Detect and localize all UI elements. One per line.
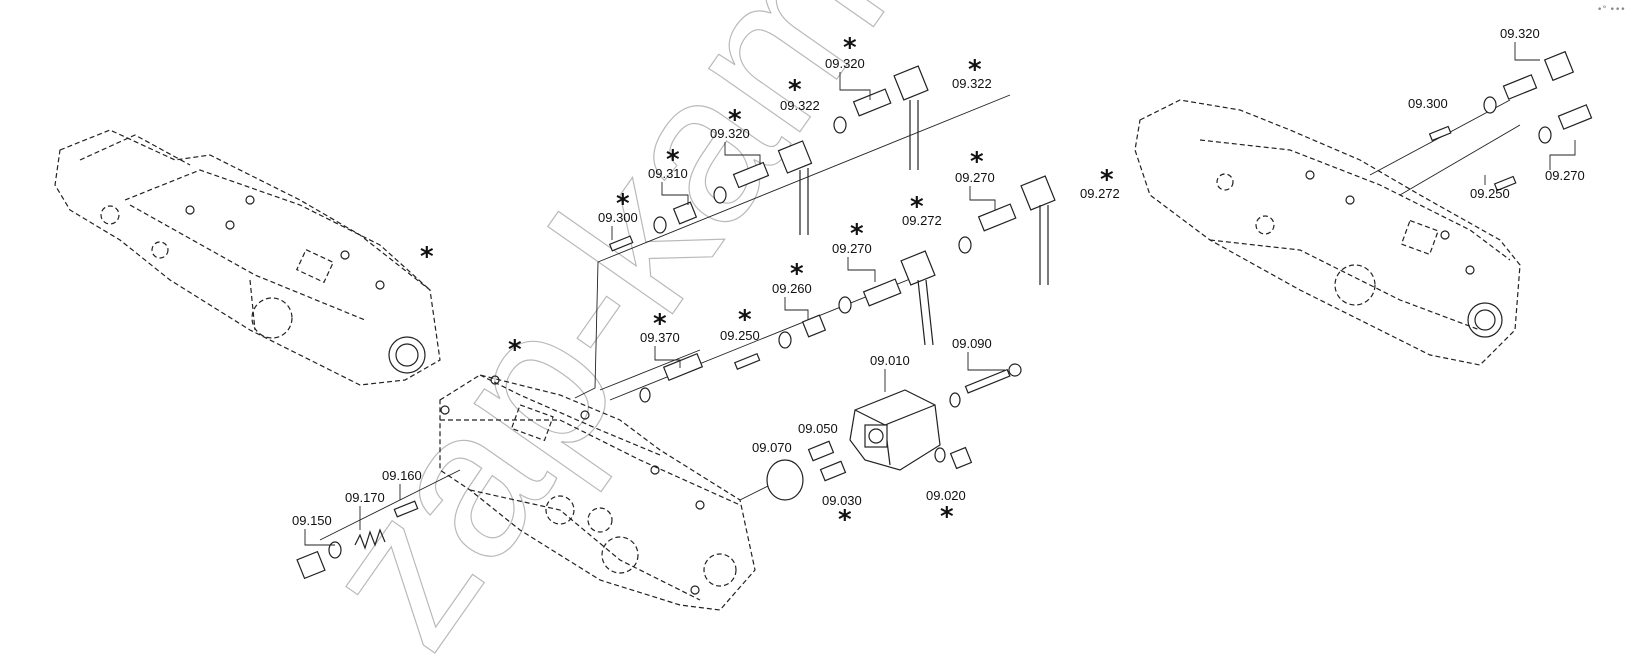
right-housing-assembly [1134,99,1521,366]
label-09-320-a: 09.320 [825,56,865,71]
asterisk-marker: * [420,242,434,272]
label-09-272-b: 09.272 [902,213,942,228]
label-09-150: 09.150 [292,513,332,528]
asterisk-marker: * [843,33,857,63]
asterisk-marker: * [666,145,680,175]
asterisk-marker: * [738,305,752,335]
label-09-070: 09.070 [752,440,792,455]
label-09-170: 09.170 [345,490,385,505]
asterisk-marker: * [910,192,924,222]
label-09-270-b: 09.270 [832,241,872,256]
center-housing-assembly [439,374,756,611]
asterisk-marker: * [788,75,802,105]
asterisk-marker: * [968,55,982,85]
label-09-010: 09.010 [870,353,910,368]
label-09-270-right: 09.270 [1545,168,1585,183]
asterisk-marker: * [940,502,954,532]
asterisk-markers: * * * * * * * * * * * * * * * * * [420,33,1114,535]
label-09-020: 09.020 [926,488,966,503]
label-09-320-b: 09.320 [710,126,750,141]
asterisk-marker: * [508,335,522,365]
label-09-090: 09.090 [952,336,992,351]
label-09-250-right: 09.250 [1470,186,1510,201]
asterisk-marker: * [1100,165,1114,195]
label-09-160: 09.160 [382,468,422,483]
label-brackets [304,42,1576,546]
corner-mark: •° ••• [1597,5,1626,15]
label-09-300-right: 09.300 [1408,96,1448,111]
parts-cluster-sensors [608,65,1056,403]
asterisk-marker: * [790,259,804,289]
asterisk-marker: * [850,219,864,249]
asterisk-marker: * [616,189,630,219]
label-09-250: 09.250 [720,328,760,343]
asterisk-marker: * [653,309,667,339]
label-09-272-a: 09.272 [1080,186,1120,201]
asterisk-marker: * [838,505,852,535]
part-labels: 09.320 09.322 09.320 09.322 09.310 09.30… [292,26,1585,528]
asterisk-marker: * [970,147,984,177]
label-09-370: 09.370 [640,330,680,345]
label-09-320-right: 09.320 [1500,26,1540,41]
label-09-300: 09.300 [598,210,638,225]
label-09-310: 09.310 [648,166,688,181]
right-parts [1428,50,1593,192]
left-bottom-parts [296,500,419,580]
label-09-322-b: 09.322 [780,98,820,113]
valve-block [766,363,1022,501]
label-09-322-a: 09.322 [952,76,992,91]
label-09-050: 09.050 [798,421,838,436]
label-09-260: 09.260 [772,281,812,296]
label-09-030: 09.030 [822,493,862,508]
asterisk-marker: * [728,105,742,135]
left-housing-assembly [54,129,441,386]
label-09-270-a: 09.270 [955,170,995,185]
